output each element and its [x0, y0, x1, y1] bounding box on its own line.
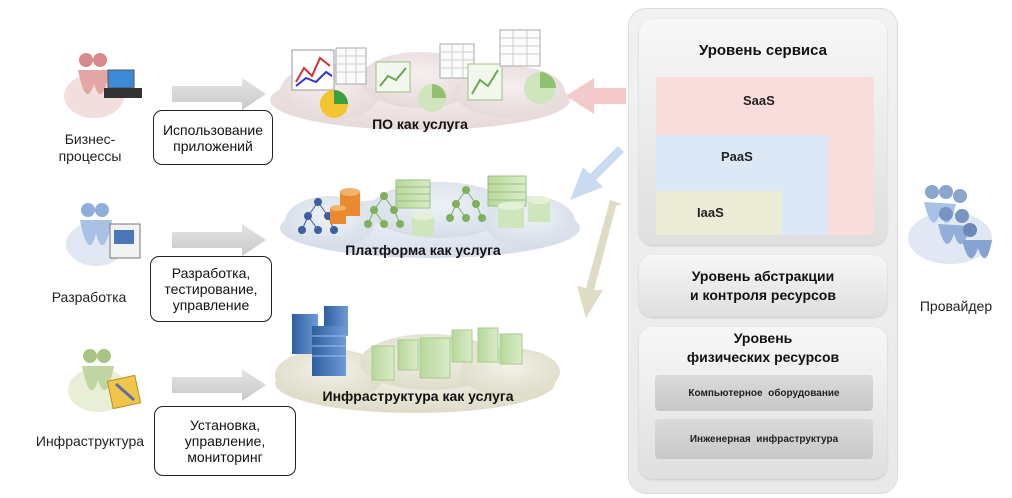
iaas-cloud-label: Инфраструктура как услуга	[322, 388, 514, 404]
spreadsheet-icon	[335, 47, 367, 85]
physical-level-title-line: Уровень	[733, 330, 793, 346]
chart-icon	[375, 61, 411, 93]
callout-line: Использование	[162, 121, 264, 138]
server-icon	[395, 179, 431, 209]
paas-layer-label: PaaS	[721, 149, 753, 164]
provider-label: Провайдер	[919, 298, 993, 314]
callout-line: приложений	[173, 137, 253, 154]
architecture-panel: Уровень сервиса SaaS PaaS IaaS Уровень а…	[628, 8, 898, 494]
callout-line: управление,	[184, 433, 266, 449]
role-arrow	[172, 78, 266, 110]
saas-layer-label: SaaS	[743, 93, 775, 108]
developer-user-icon	[66, 203, 141, 266]
callout-development: Разработка, тестирование, управление	[150, 256, 272, 322]
infrastructure-user-icon	[68, 349, 142, 412]
paas-cloud-label: Платформа как услуга	[345, 242, 501, 258]
iaas-layer	[656, 191, 782, 235]
pie-chart-icon	[524, 72, 556, 104]
chart-icon	[291, 49, 335, 91]
network-tree-icon	[364, 192, 404, 228]
callout-line: тестирование,	[164, 281, 258, 297]
callout-line: Разработка,	[171, 265, 251, 281]
business-role-label-line: процессы	[58, 148, 122, 164]
pie-chart-icon	[418, 84, 446, 112]
physical-level-block: Уровень физических ресурсов Компьютерное…	[639, 327, 887, 479]
database-icon	[498, 196, 550, 228]
database-icon	[330, 188, 360, 224]
business-user-icon	[64, 53, 142, 118]
callout-installation: Установка, управление, мониторинг	[154, 406, 296, 476]
network-tree-icon	[446, 186, 486, 222]
network-tree-icon	[298, 198, 338, 234]
hardware-item: Компьютерное оборудование	[655, 375, 873, 411]
physical-level-title: Уровень физических ресурсов	[639, 329, 887, 367]
service-level-block: Уровень сервиса SaaS PaaS IaaS	[639, 19, 887, 245]
iaas-arrow	[577, 200, 622, 318]
abstraction-level-block: Уровень абстракции и контроля ресурсов	[639, 255, 887, 317]
business-role-label: Бизнес- процессы	[40, 131, 140, 165]
iaas-layer-label: IaaS	[697, 205, 724, 220]
saas-arrow	[566, 78, 626, 114]
spreadsheet-icon	[499, 29, 541, 67]
chart-icon	[467, 63, 503, 101]
database-icon	[412, 212, 434, 236]
saas-cloud-label: ПО как услуга	[372, 116, 468, 132]
callout-line: мониторинг	[187, 449, 263, 465]
callout-application-use: Использование приложений	[153, 110, 273, 165]
server-rack-icon	[292, 306, 348, 376]
engineering-infrastructure-item: Инженерная инфраструктура	[655, 419, 873, 459]
server-icon	[487, 175, 527, 207]
callout-line: управление	[172, 297, 250, 313]
business-role-label-line: Бизнес-	[64, 131, 116, 147]
abstraction-level-title-line: Уровень абстракции	[691, 268, 835, 284]
server-rack-icon	[371, 327, 523, 381]
physical-level-title-line: физических ресурсов	[686, 349, 840, 365]
provider-group-icon	[908, 185, 992, 264]
pie-chart-icon	[320, 90, 348, 118]
role-arrow	[172, 224, 266, 256]
callout-line: Установка,	[189, 417, 261, 433]
paas-arrow	[570, 146, 628, 200]
infrastructure-role-label: Инфраструктура	[35, 433, 145, 449]
development-role-label: Разработка	[51, 289, 127, 305]
abstraction-level-title: Уровень абстракции и контроля ресурсов	[639, 267, 887, 305]
role-arrow	[172, 369, 266, 401]
service-level-title: Уровень сервиса	[698, 42, 828, 59]
abstraction-level-title-line: и контроля ресурсов	[690, 287, 836, 303]
